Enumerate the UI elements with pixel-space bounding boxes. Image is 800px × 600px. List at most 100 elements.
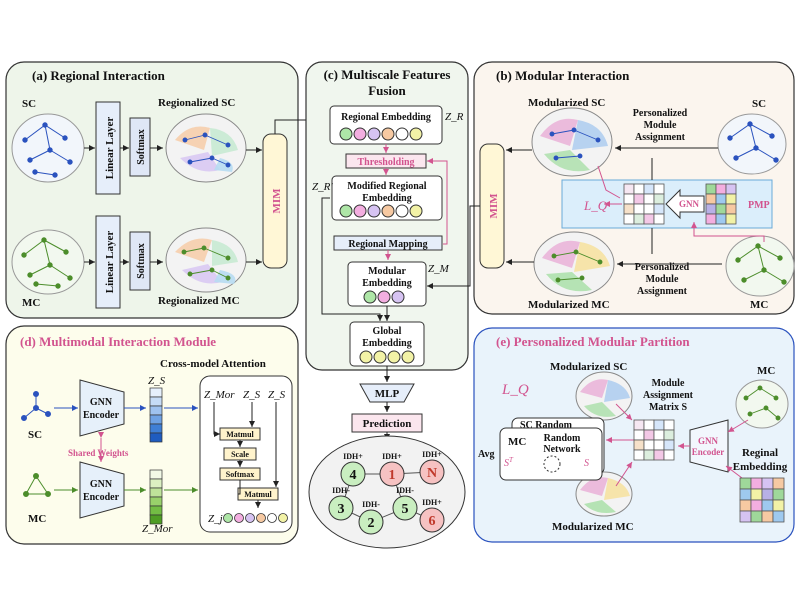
matrix-cell xyxy=(643,439,655,451)
gnn-encoder-mc: GNN Encoder xyxy=(79,461,125,519)
svg-text:Encoder: Encoder xyxy=(83,410,120,421)
vector-cell xyxy=(149,514,163,525)
matrix-cell xyxy=(739,488,752,501)
linear-layer-sc: Linear Layer xyxy=(95,101,121,195)
matrix-cell xyxy=(643,193,655,205)
svg-text:Matmul: Matmul xyxy=(244,490,272,499)
embedding-node xyxy=(359,350,373,364)
mc-label-e: MC xyxy=(757,365,775,377)
prediction-node xyxy=(328,495,354,521)
svg-text:Thresholding: Thresholding xyxy=(357,157,414,168)
matrix-cell xyxy=(715,193,727,205)
svg-text:GNN: GNN xyxy=(90,397,113,408)
mc-brain-icon-e xyxy=(735,379,789,429)
matrix-cell xyxy=(750,510,763,523)
lq-label-b: L_Q xyxy=(583,198,608,213)
embedding-node xyxy=(363,290,377,304)
svg-text:Z_S: Z_S xyxy=(268,389,286,401)
svg-text:Linear Layer: Linear Layer xyxy=(104,231,116,294)
pmp-label: PMP xyxy=(748,200,770,211)
regional-embedding-box: Regional Embedding xyxy=(329,105,443,145)
matrix-cell xyxy=(633,449,645,461)
svg-text:MIM: MIM xyxy=(271,188,283,214)
assignment-bot-1: Personalized xyxy=(635,262,690,273)
vector-cell xyxy=(149,496,163,507)
prediction-node xyxy=(340,461,366,487)
matrix-cell xyxy=(750,477,763,490)
zm-label: Z_M xyxy=(428,263,450,275)
assignment-top-1: Personalized xyxy=(633,108,688,119)
zj-node xyxy=(223,513,233,523)
panel-modular-interaction: (b) Modular Interaction Modularized SC M… xyxy=(473,61,795,315)
embedding-node xyxy=(395,204,409,218)
prediction-node-tag: IDH- xyxy=(362,500,380,509)
embedding-node xyxy=(377,290,391,304)
embedding-node xyxy=(339,204,353,218)
matrix-cell xyxy=(653,183,665,195)
panel-d-title: (d) Multimodal Interaction Module xyxy=(20,334,216,349)
matrix-cell xyxy=(653,449,665,461)
zj-label: Z_j xyxy=(208,513,223,525)
matrix-cell xyxy=(623,203,635,215)
mc-graph-icon xyxy=(23,473,51,497)
mc-label: MC xyxy=(22,297,40,309)
mc-random-card: MC Random Network ST S xyxy=(499,427,603,481)
matrix-cell xyxy=(653,193,665,205)
assignment-top-3: Assignment xyxy=(635,132,686,143)
modularized-mc-label-e: Modularized MC xyxy=(552,521,634,533)
zmor-label-d: Z_Mor xyxy=(142,523,173,535)
sc-graph-icon xyxy=(21,391,51,421)
svg-text:Prediction: Prediction xyxy=(363,418,412,430)
shared-weights-label: Shared Weights xyxy=(68,448,129,458)
matrix-cell xyxy=(633,203,645,215)
embedding-node xyxy=(381,204,395,218)
thresholding-box: Thresholding xyxy=(345,153,427,169)
embedding-node xyxy=(373,350,387,364)
matrix-cell xyxy=(715,183,727,195)
sc-label-b: SC xyxy=(752,98,766,110)
svg-text:MLP: MLP xyxy=(375,388,400,400)
mim-block-b: MIM xyxy=(479,143,505,269)
matrix-cell xyxy=(633,429,645,441)
svg-text:Network: Network xyxy=(543,444,581,455)
prediction-node-tag: IDH- xyxy=(396,486,414,495)
matrix-cell xyxy=(705,213,717,225)
embedding-node xyxy=(387,350,401,364)
module-matrix-2: Assignment xyxy=(643,390,694,401)
regionalized-mc-label: Regionalized MC xyxy=(158,295,240,307)
matrix-cell xyxy=(663,449,675,461)
svg-text:S: S xyxy=(584,458,589,469)
matrix-cell xyxy=(750,499,763,512)
zj-node xyxy=(267,513,277,523)
prediction-node xyxy=(419,507,445,533)
zmor-vector xyxy=(149,469,163,525)
vector-cell xyxy=(149,414,163,425)
gnn-encoder-sc: GNN Encoder xyxy=(79,379,125,437)
matrix-cell xyxy=(663,439,675,451)
zj-node xyxy=(234,513,244,523)
regionalized-mc-brain-icon xyxy=(165,227,247,293)
svg-text:Scale: Scale xyxy=(231,450,249,459)
matrix-cell xyxy=(705,203,717,215)
pmp-matrix xyxy=(705,183,737,225)
zj-node xyxy=(245,513,255,523)
prediction-node-label: N xyxy=(427,466,437,481)
global-embedding-box: Global Embedding xyxy=(349,321,425,367)
prediction-node-label: 1 xyxy=(389,468,396,483)
svg-text:Matmul: Matmul xyxy=(226,430,254,439)
assignment-top-2: Module xyxy=(644,120,677,131)
zr-label: Z_R xyxy=(445,111,464,123)
vector-cell xyxy=(149,423,163,434)
matrix-cell xyxy=(772,499,785,512)
regionalized-sc-label: Regionalized SC xyxy=(158,97,235,109)
panel-personalized-modular-partition: (e) Personalized Modular Partition Modul… xyxy=(473,327,795,543)
embedding-node xyxy=(339,127,353,141)
matrix-cell xyxy=(739,510,752,523)
modular-embedding-box: Modular Embedding xyxy=(347,261,427,307)
matrix-cell xyxy=(633,439,645,451)
matrix-cell xyxy=(623,183,635,195)
panel-e-title: (e) Personalized Modular Partition xyxy=(496,334,690,349)
zs-label-d: Z_S xyxy=(148,375,166,387)
prediction-node-tag: IDH+ xyxy=(343,452,363,461)
